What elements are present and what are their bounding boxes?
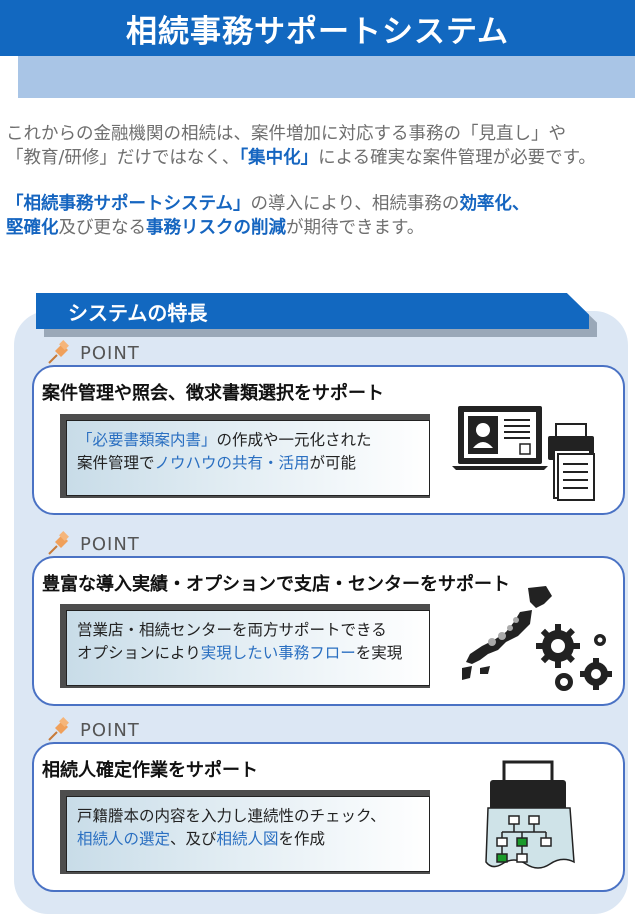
computer-printer-icon (452, 406, 595, 501)
pushpin-icon (48, 340, 69, 364)
intro-line-1: これからの金融機関の相続は、案件増加に対応する事務の「見直し」や (6, 124, 566, 144)
page-title: 相続事務サポートシステム (125, 13, 510, 50)
pushpin-icon (48, 531, 69, 555)
intro-line-4: 堅確化及び更なる事務リスクの削減が期待できます。 (6, 218, 425, 238)
intro-line-3: 「相続事務サポートシステム」の導入により、相続事務の効率化、 (6, 194, 530, 214)
feature-desc-1: 「必要書類案内書」の作成や一元化された 案件管理でノウハウの共有・活用が可能 (66, 420, 430, 496)
printer-family-tree-icon (485, 760, 575, 869)
pushpin-icon (48, 717, 69, 741)
features-tab: システムの特長 (36, 293, 589, 329)
intro-line-2: 「教育/研修」だけではなく、「集中化」による確実な案件管理が必要です。 (6, 148, 596, 168)
intro-text: これからの金融機関の相続は、案件増加に対応する事務の「見直し」や 「教育/研修」… (6, 122, 631, 240)
point-label-1: POINT (46, 340, 140, 366)
feature-desc-3: 戸籍謄本の内容を入力し連続性のチェック、 相続人の選定、及び相続人図を作成 (66, 796, 430, 872)
point-label-3: POINT (46, 717, 140, 743)
point-label-2: POINT (46, 531, 140, 557)
feature-heading-3: 相続人確定作業をサポート (42, 760, 258, 781)
japan-map-gears-icon (462, 586, 612, 691)
feature-heading-1: 案件管理や照会、徴求書類選択をサポート (42, 383, 384, 404)
features-tab-label: システムの特長 (68, 300, 208, 325)
feature-desc-2: 営業店・相続センターを両方サポートできる オプションにより実現したい事務フローを… (66, 610, 430, 686)
feature-heading-2: 豊富な導入実績・オプションで支店・センターをサポート (42, 574, 510, 595)
title-bar: 相続事務サポートシステム (0, 0, 635, 56)
title-accent-band (18, 56, 635, 98)
